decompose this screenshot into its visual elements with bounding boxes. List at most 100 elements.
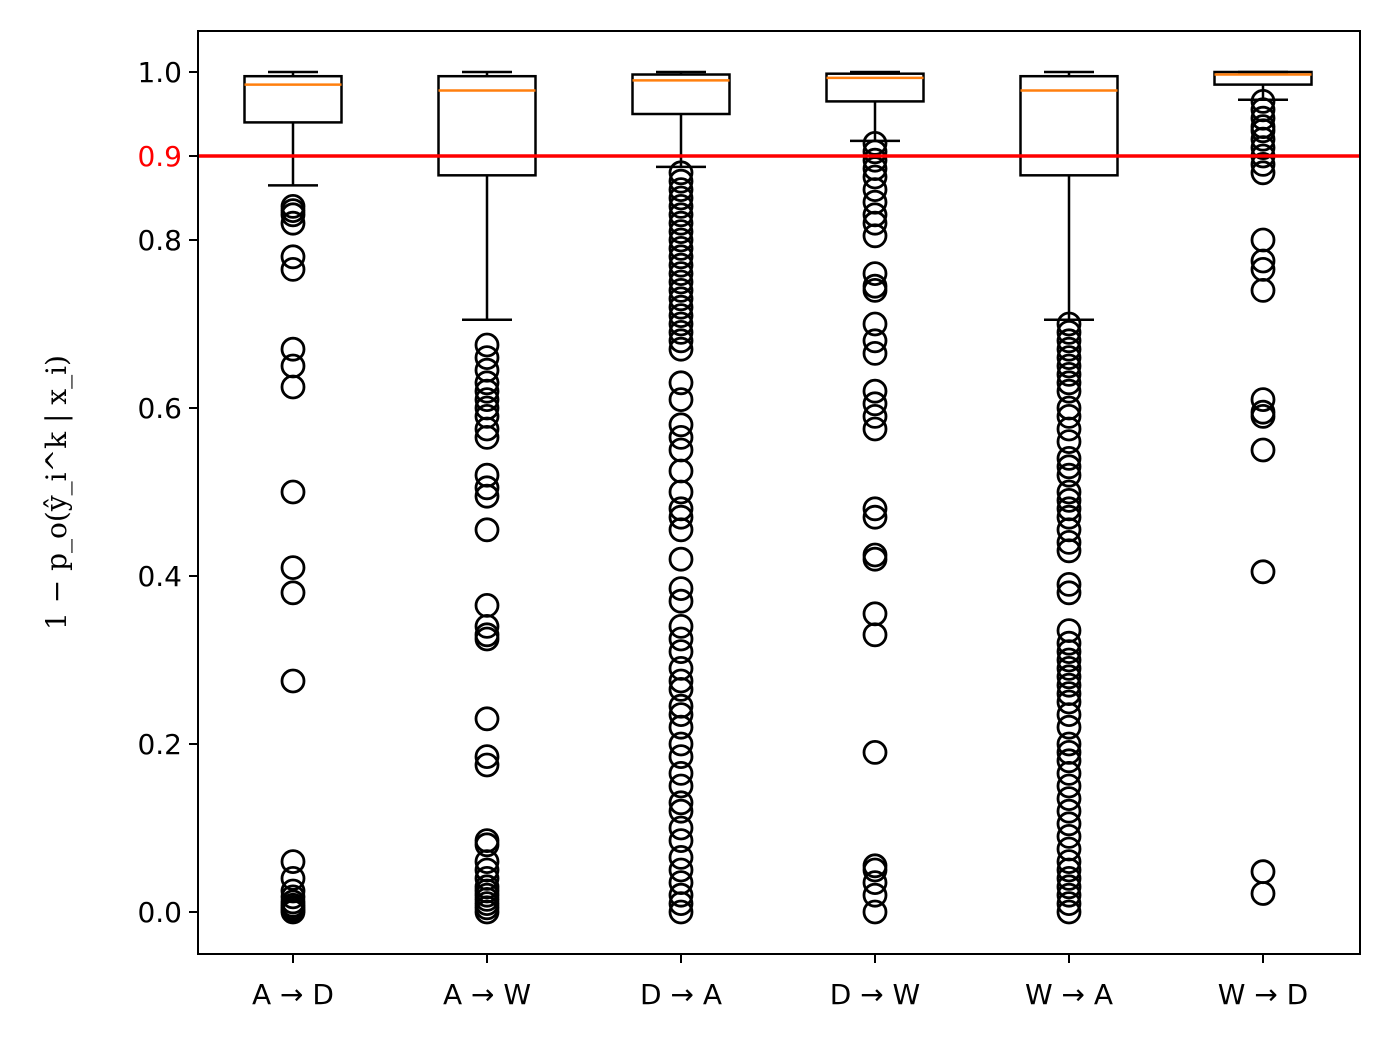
y-axis-label: 1 − p_o(ŷ_i^k | x_i) xyxy=(40,355,73,630)
outlier-point xyxy=(474,332,500,358)
outlier-point xyxy=(668,899,694,925)
box-group xyxy=(437,70,537,322)
outlier-point xyxy=(668,328,694,354)
outlier-point xyxy=(1250,135,1276,161)
outlier-point xyxy=(862,210,888,236)
outlier-point xyxy=(1056,319,1082,345)
box-group xyxy=(631,70,731,169)
outlier-point xyxy=(668,286,694,312)
x-tick-label: W → A xyxy=(1025,978,1113,1011)
outlier-point xyxy=(668,244,694,270)
outlier-point xyxy=(862,882,888,908)
outlier-point xyxy=(474,475,500,501)
outliers-layer xyxy=(280,89,1276,925)
outlier-point xyxy=(1250,881,1276,906)
outlier-point xyxy=(668,336,694,362)
outlier-point xyxy=(474,378,500,404)
outlier-point xyxy=(862,328,888,354)
outlier-point xyxy=(280,668,306,694)
outlier-point xyxy=(1056,824,1082,849)
outlier-point xyxy=(668,546,694,572)
outlier-point xyxy=(668,702,694,727)
outlier-point xyxy=(862,899,888,925)
outlier-point xyxy=(1056,454,1082,480)
outlier-point xyxy=(280,849,306,874)
x-tick-label: W → D xyxy=(1218,978,1309,1011)
outlier-point xyxy=(1056,656,1082,681)
outlier-point xyxy=(1250,403,1276,429)
outlier-point xyxy=(1056,786,1082,811)
outlier-point xyxy=(474,387,500,413)
outlier-point xyxy=(862,546,888,572)
outlier-point xyxy=(1250,126,1276,152)
outlier-point xyxy=(1056,714,1082,740)
x-tick-label: A → D xyxy=(252,978,334,1011)
outlier-point xyxy=(862,139,888,165)
outlier-point xyxy=(1250,160,1276,186)
outlier-point xyxy=(280,580,306,606)
outlier-point xyxy=(668,668,694,694)
outlier-point xyxy=(474,899,500,925)
outlier-point xyxy=(668,370,694,396)
outlier-point xyxy=(1056,403,1082,429)
outlier-point xyxy=(668,227,694,253)
outlier-point xyxy=(1250,227,1276,253)
outlier-point xyxy=(1056,731,1082,757)
outlier-point xyxy=(862,870,888,895)
outlier-point xyxy=(1056,689,1082,715)
outlier-point xyxy=(1056,811,1082,837)
outlier-point xyxy=(1056,370,1082,396)
outlier-point xyxy=(1056,504,1082,530)
outlier-point xyxy=(862,378,888,404)
outlier-point xyxy=(1250,559,1276,585)
outlier-point xyxy=(668,437,694,463)
outlier-point xyxy=(668,626,694,652)
box-iqr xyxy=(1019,74,1119,177)
outlier-point xyxy=(280,336,306,362)
outlier-point xyxy=(668,235,694,261)
outlier-point xyxy=(668,614,694,639)
outlier-point xyxy=(280,899,306,925)
outlier-point xyxy=(668,168,694,194)
outlier-point xyxy=(280,244,306,270)
outlier-point xyxy=(1056,580,1082,606)
outlier-point xyxy=(1250,248,1276,274)
outlier-point xyxy=(668,714,694,740)
outlier-point xyxy=(668,845,694,870)
outlier-point xyxy=(474,593,500,618)
outlier-point xyxy=(1056,462,1082,488)
box-group xyxy=(1213,70,1313,101)
outlier-point xyxy=(1056,882,1082,908)
outlier-point xyxy=(1056,378,1082,404)
outlier-point xyxy=(474,706,500,732)
outlier-point xyxy=(668,458,694,484)
outlier-point xyxy=(474,744,500,769)
outlier-point xyxy=(668,744,694,769)
outlier-point xyxy=(668,504,694,530)
outlier-point xyxy=(280,256,306,282)
outlier-point xyxy=(1056,647,1082,673)
outlier-point xyxy=(862,740,888,765)
outlier-point xyxy=(1056,874,1082,900)
outlier-point xyxy=(862,403,888,429)
outlier-point xyxy=(1056,798,1082,824)
outlier-point xyxy=(862,601,888,627)
outlier-point xyxy=(862,164,888,190)
outlier-point xyxy=(668,160,694,186)
outlier-point xyxy=(862,496,888,522)
box-iqr xyxy=(243,74,343,124)
outlier-point xyxy=(1056,445,1082,471)
outlier-point xyxy=(668,677,694,702)
outlier-point xyxy=(280,353,306,379)
outlier-point xyxy=(1250,118,1276,144)
outlier-point xyxy=(280,555,306,580)
outlier-point xyxy=(668,761,694,786)
outlier-point xyxy=(668,798,694,824)
box-iqr xyxy=(1213,70,1313,86)
outlier-point xyxy=(668,311,694,337)
outlier-point xyxy=(668,576,694,601)
outlier-point xyxy=(668,269,694,295)
outlier-point xyxy=(668,202,694,228)
